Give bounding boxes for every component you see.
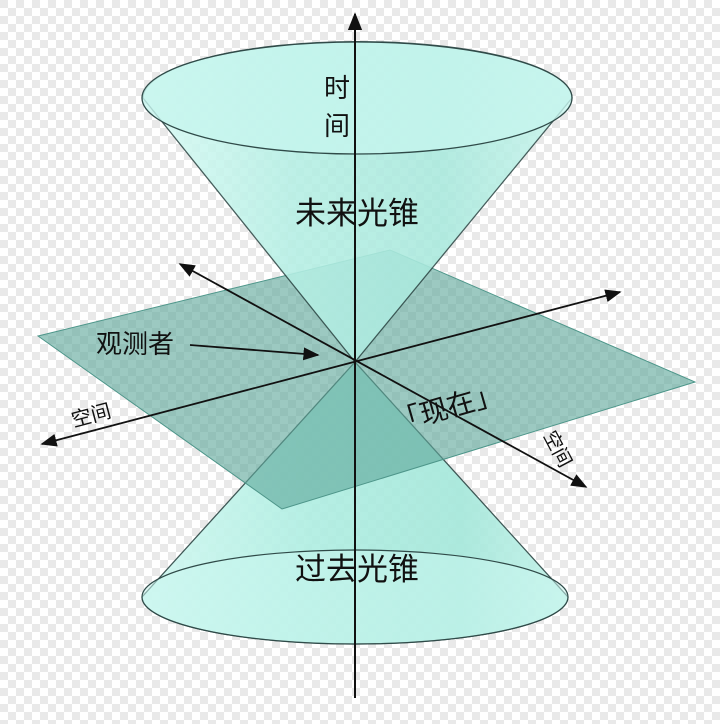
future-cone-rim-ellipse [141, 41, 573, 155]
future-light-cone [141, 40, 573, 364]
space-axis-2 [178, 263, 588, 488]
past-cone-label: 过去光锥 [295, 552, 419, 588]
observer-pointer-arrow [189, 344, 320, 361]
time-axis-label-char-1: 时 [324, 74, 350, 104]
time-axis-label-char-2: 间 [324, 112, 350, 142]
future-cone-label: 未来光锥 [295, 196, 419, 232]
observer-label: 观测者 [96, 330, 174, 360]
